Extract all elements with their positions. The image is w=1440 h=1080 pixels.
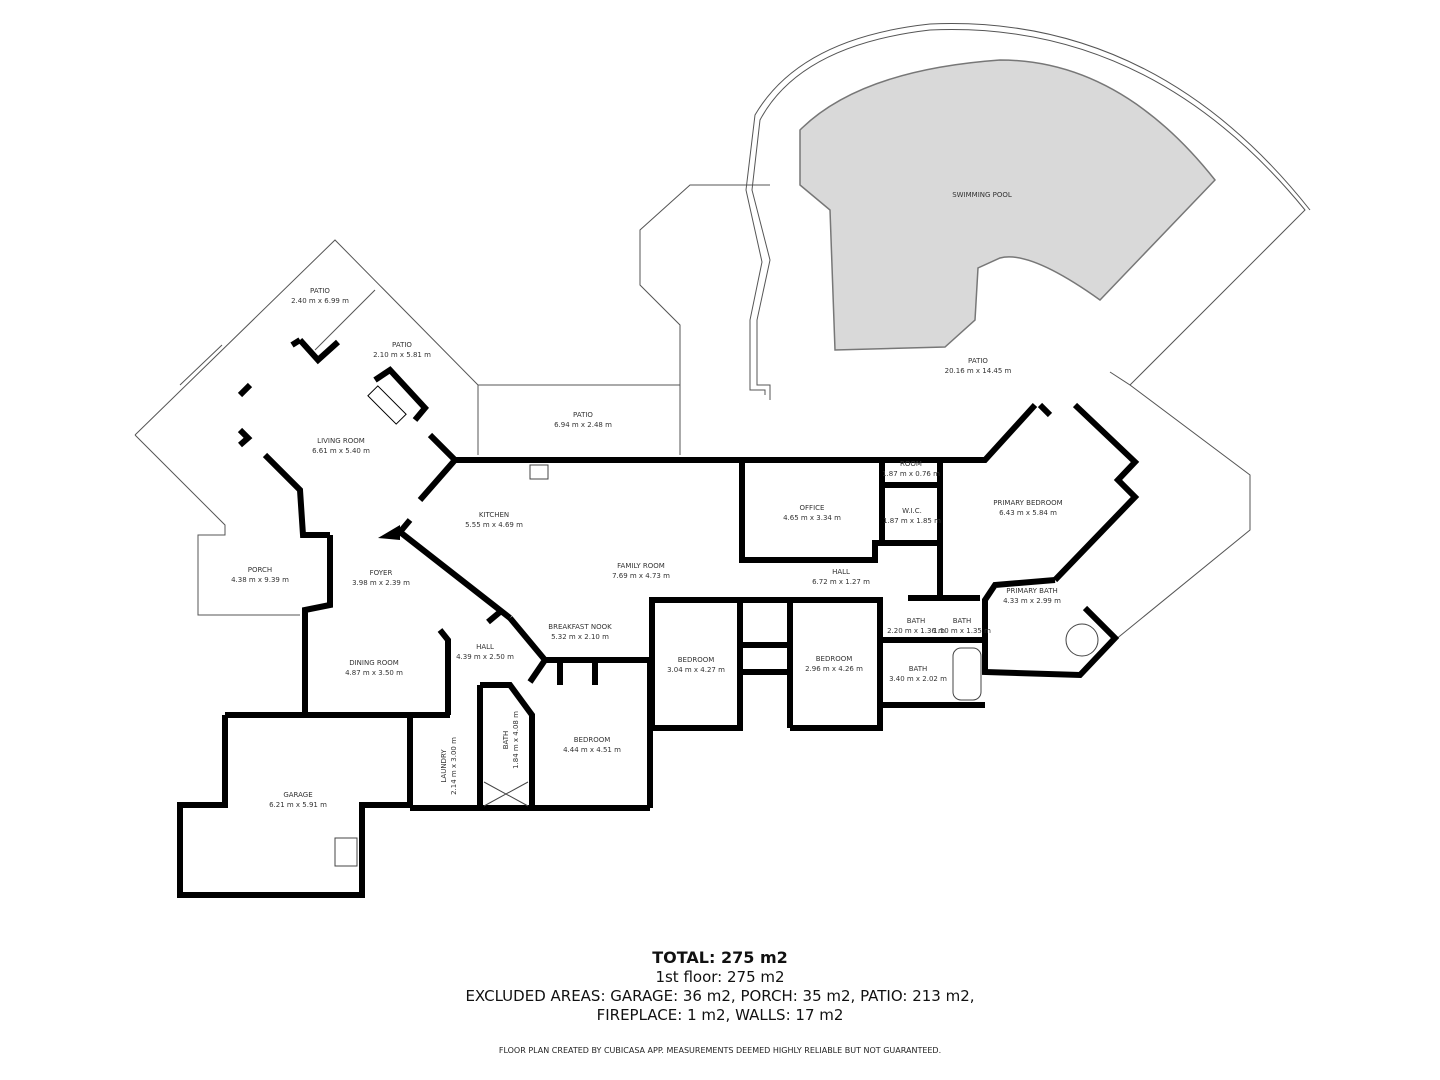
room-label-pool: SWIMMING POOL [952,191,1012,199]
patio-left-outline [134,239,479,436]
fireplace [367,385,407,425]
garage-object [334,837,358,867]
stove [529,464,549,480]
swimming-pool [799,59,1216,351]
walls [177,337,1140,898]
bathtub [952,647,982,701]
fixtures [334,464,1099,867]
rear-patio-outline [1114,384,1251,641]
patio-outlines [134,23,1311,641]
disclaimer: FLOOR PLAN CREATED BY CUBICASA APP. MEAS… [498,1046,942,1055]
shower [483,781,529,807]
wall-corner [378,525,400,540]
pool-patio-outline [751,29,1306,400]
room-label-wic: W.I.C.1.87 m x 1.85 m [883,507,941,525]
pool-patio-inner [745,23,1311,395]
excluded-areas-1: EXCLUDED AREAS: GARAGE: 36 m2, PORCH: 35… [465,987,975,1005]
patio-center-outline [477,184,770,455]
excluded-areas-2: FIREPLACE: 1 m2, WALLS: 17 m2 [596,1006,844,1024]
area-summary: TOTAL: 275 m2 1st floor: 275 m2 EXCLUDED… [0,948,1440,1025]
spa-tub [1065,623,1099,657]
floor-area: 1st floor: 275 m2 [655,968,785,986]
total-area: TOTAL: 275 m2 [652,948,788,967]
